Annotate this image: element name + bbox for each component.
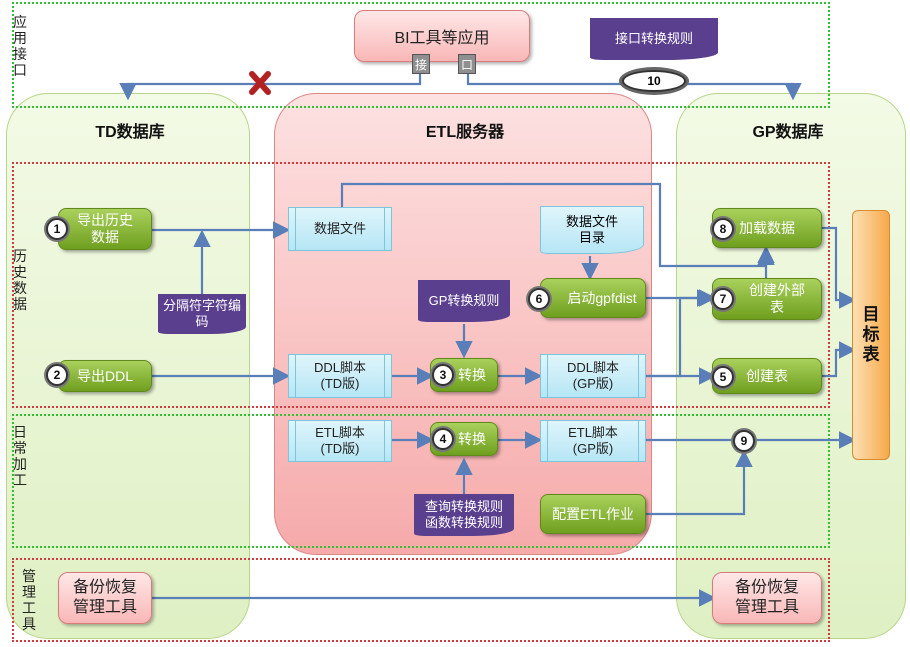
step4-badge: 4 <box>432 428 454 450</box>
ddl-gp-doc: DDL脚本(GP版) <box>540 354 646 398</box>
etl-td-doc: ETL脚本(TD版) <box>288 420 392 462</box>
interface-port-left: 接 <box>412 54 430 74</box>
mgmt-tools-region <box>12 558 830 642</box>
etl-gp-doc: ETL脚本(GP版) <box>540 420 646 462</box>
gp-rule-flag: GP转换规则 <box>418 280 510 322</box>
load-data-button: 加载数据 <box>712 208 822 248</box>
history-data-region <box>12 162 830 408</box>
separator-flag: 分隔符字符编码 <box>158 294 246 334</box>
daily-process-region <box>12 414 830 548</box>
step2-badge: 2 <box>46 364 68 386</box>
config-etl-button: 配置ETL作业 <box>540 494 646 534</box>
edge-config-etl-to-9 <box>646 449 753 516</box>
step10-badge: 10 <box>622 70 686 92</box>
step5-badge: 5 <box>712 366 734 388</box>
interface-port-right: 口 <box>458 54 476 74</box>
etl-column-title: ETL服务器 <box>425 124 505 141</box>
bi-app-box: BI工具等应用 <box>354 10 530 62</box>
data-file-doc: 数据文件 <box>288 207 392 251</box>
edge-ddl-gp-to-create-ext <box>646 289 717 378</box>
ddl-td-doc: DDL脚本(TD版) <box>288 354 392 398</box>
region-label-history-data: 历史数据 <box>13 248 27 312</box>
td-column-title: TD数据库 <box>95 124 165 141</box>
region-label-mgmt-tools: 管理工具 <box>22 568 36 632</box>
start-gpfdist-button: 启动gpfdist <box>540 278 646 318</box>
edge-create-table-to-target <box>822 341 857 378</box>
step6-badge: 6 <box>528 288 550 310</box>
query-rule-flag: 查询转换规则函数转换规则 <box>414 494 514 536</box>
gp-column-title: GP数据库 <box>752 124 824 141</box>
convert3-button: 转换 <box>430 358 498 392</box>
data-dir-doc: 数据文件目录 <box>540 206 644 254</box>
step9-badge: 9 <box>733 430 755 452</box>
interface-line-left <box>119 74 422 101</box>
gp-backup-tools: 备份恢复管理工具 <box>712 572 822 624</box>
blocked-x-icon <box>249 71 271 95</box>
td-backup-tools: 备份恢复管理工具 <box>58 572 152 624</box>
step7-badge: 7 <box>712 288 734 310</box>
interface-rule-flag: 接口转换规则 <box>590 18 718 60</box>
region-label-daily-process: 日常加工 <box>13 424 27 488</box>
region-label-app-interface: 应用接口 <box>13 14 27 78</box>
export-history-button: 导出历史数据 <box>58 208 152 250</box>
edge-load-to-target <box>822 226 857 309</box>
step8-badge: 8 <box>712 218 734 240</box>
step1-badge: 1 <box>46 218 68 240</box>
target-table: 目标表 <box>852 210 890 460</box>
step3-badge: 3 <box>432 364 454 386</box>
app-interface-region <box>12 2 830 108</box>
export-ddl-button: 导出DDL <box>58 360 152 392</box>
